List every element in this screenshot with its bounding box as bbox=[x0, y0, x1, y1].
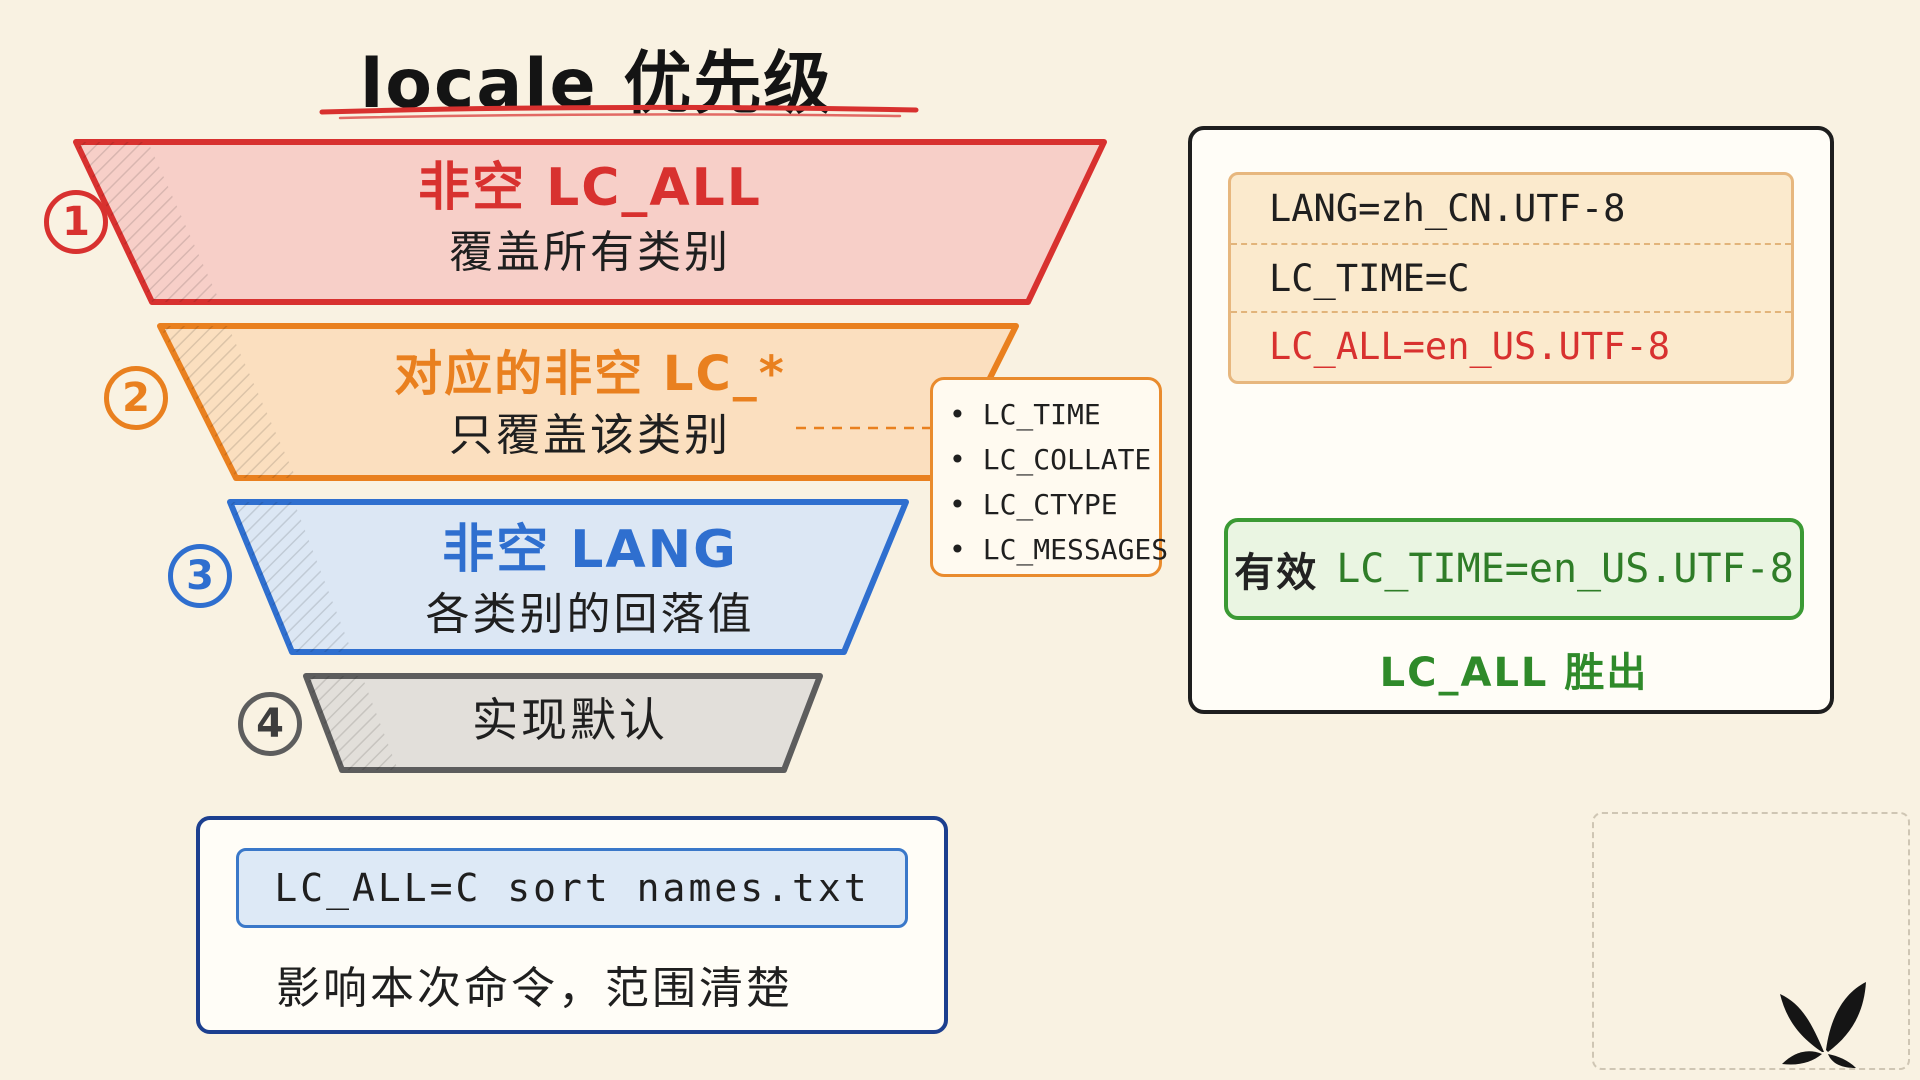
tier-1-band bbox=[73, 139, 1107, 305]
tier-1-number: 1 bbox=[44, 190, 108, 254]
tier-2-number: 2 bbox=[104, 366, 168, 430]
command-text: LC_ALL=C sort names.txt bbox=[236, 848, 908, 928]
env-line-lc-time: LC_TIME=C bbox=[1231, 243, 1791, 311]
empty-placeholder-frame bbox=[1592, 812, 1910, 1070]
tier-1-text: 非空 LC_ALL 覆盖所有类别 bbox=[290, 156, 890, 280]
tier-1-heading: 非空 LC_ALL bbox=[418, 158, 762, 218]
title-underline bbox=[319, 104, 919, 115]
butterfly-logo-icon bbox=[1780, 982, 1866, 1068]
tier-4-band bbox=[303, 673, 823, 773]
env-line-lc-all: LC_ALL=en_US.UTF-8 bbox=[1231, 311, 1791, 379]
tier-2-sub: 只覆盖该类别 bbox=[449, 410, 731, 461]
winner-caption: LC_ALL 胜出 bbox=[1379, 650, 1649, 696]
env-settings-box: LANG=zh_CN.UTF-8 LC_TIME=C LC_ALL=en_US.… bbox=[1228, 172, 1794, 384]
tier-3-number: 3 bbox=[168, 544, 232, 608]
lc-category-item: LC_MESSAGES bbox=[949, 527, 1168, 572]
lc-category-callout: LC_TIME LC_COLLATE LC_CTYPE LC_MESSAGES bbox=[930, 377, 1168, 577]
lc-category-item: LC_TIME bbox=[949, 392, 1151, 437]
tier-3-text: 非空 LANG 各类别的回落值 bbox=[290, 518, 890, 642]
tier-1-sub: 覆盖所有类别 bbox=[449, 227, 731, 278]
tier-4-text: 实现默认 bbox=[330, 692, 810, 750]
tier-3-heading: 非空 LANG bbox=[442, 520, 738, 580]
tier-4-sub: 实现默认 bbox=[472, 693, 668, 747]
tier-2-heading: 对应的非空 LC_* bbox=[394, 346, 786, 402]
effective-result-box: 有效 LC_TIME=en_US.UTF-8 bbox=[1224, 518, 1804, 620]
command-note: 影响本次命令，范围清楚 bbox=[276, 963, 793, 1014]
lc-category-item: LC_CTYPE bbox=[949, 482, 1151, 527]
result-value: LC_TIME=en_US.UTF-8 bbox=[1336, 546, 1794, 592]
result-label: 有效 bbox=[1234, 550, 1319, 596]
tier-3-sub: 各类别的回落值 bbox=[425, 589, 755, 640]
tier-4-number: 4 bbox=[238, 692, 302, 756]
tier-2-text: 对应的非空 LC_* 只覆盖该类别 bbox=[290, 344, 890, 463]
lc-category-item: LC_COLLATE bbox=[949, 437, 1152, 482]
env-line-lang: LANG=zh_CN.UTF-8 bbox=[1269, 187, 1626, 230]
